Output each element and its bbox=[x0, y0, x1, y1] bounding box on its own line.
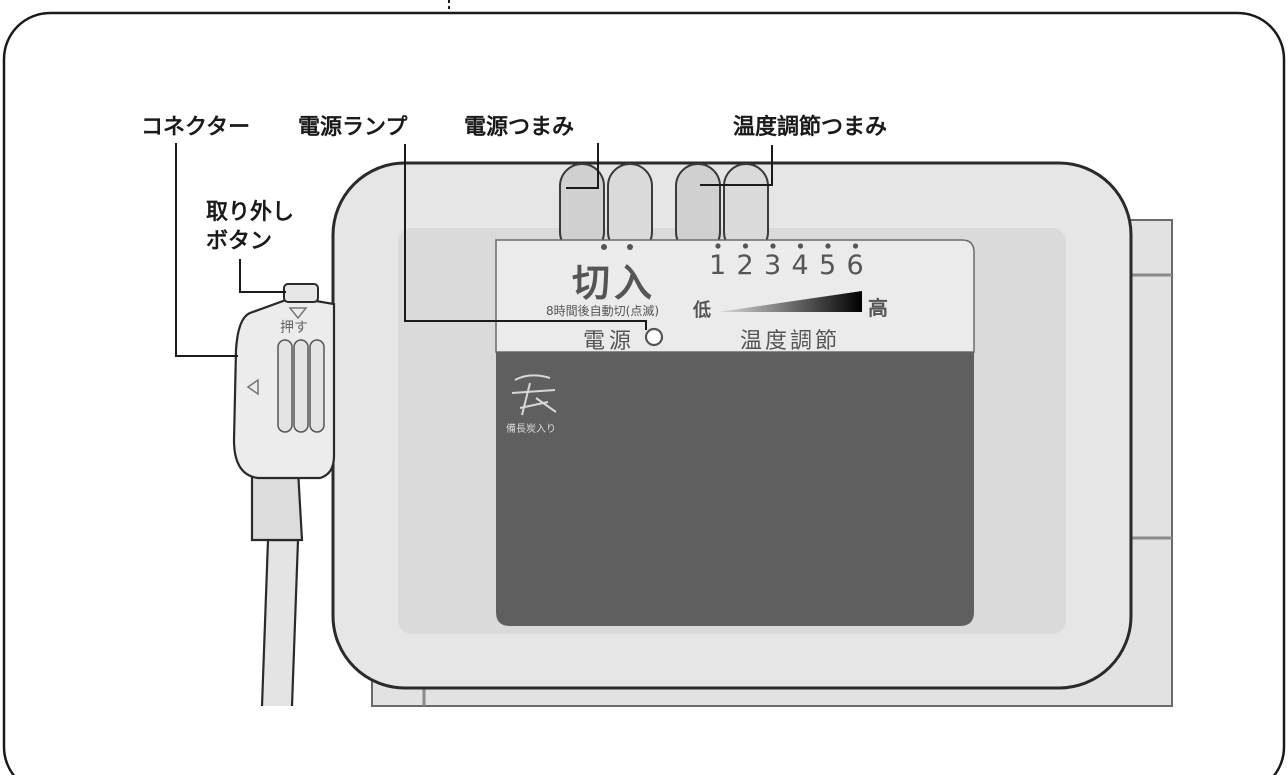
on-dot bbox=[627, 244, 633, 250]
control-panel bbox=[495, 239, 975, 353]
level-3: 3 bbox=[764, 250, 782, 281]
low-label: 低 bbox=[693, 300, 711, 321]
connector-label: コネクター bbox=[141, 115, 251, 140]
level-dot-1 bbox=[715, 243, 721, 249]
off-label[interactable]: 切 bbox=[572, 261, 611, 305]
level-5: 5 bbox=[819, 250, 837, 281]
release-button-label-line2: ボタン bbox=[206, 229, 273, 254]
off-dot bbox=[601, 244, 607, 250]
timer-note: 8時間後自動切(点滅) bbox=[546, 304, 659, 318]
power-label: 電源 bbox=[583, 329, 636, 354]
level-dot-2 bbox=[742, 243, 749, 249]
on-label[interactable]: 入 bbox=[614, 261, 653, 305]
power-cord bbox=[260, 538, 300, 707]
power-knob-label: 電源つまみ bbox=[464, 115, 575, 140]
leader-lines bbox=[175, 143, 773, 357]
high-label: 高 bbox=[868, 296, 888, 320]
level-4: 4 bbox=[791, 250, 809, 281]
connector[interactable] bbox=[232, 298, 336, 480]
left-arrow-icon bbox=[246, 378, 259, 396]
level-2: 2 bbox=[736, 250, 754, 281]
power-knob[interactable] bbox=[559, 163, 653, 255]
power-lamp bbox=[644, 327, 664, 347]
push-label: 押す bbox=[280, 320, 308, 336]
temperature-knob[interactable] bbox=[675, 163, 769, 255]
logo-text: 備長炭入り bbox=[506, 424, 556, 435]
level-1: 1 bbox=[709, 250, 727, 281]
charcoal-logo bbox=[511, 374, 557, 416]
push-arrow-icon bbox=[288, 307, 308, 320]
level-dots bbox=[715, 243, 859, 249]
temperature-gradient-bar bbox=[718, 291, 862, 312]
power-lamp-label: 電源ランプ bbox=[298, 115, 408, 140]
level-6: 6 bbox=[846, 250, 864, 281]
level-dot-3 bbox=[770, 243, 776, 249]
level-dot-5 bbox=[825, 243, 831, 249]
temperature-label: 温度調節 bbox=[740, 329, 841, 354]
level-dot-4 bbox=[797, 243, 804, 249]
release-button[interactable] bbox=[283, 283, 319, 303]
temp-knob-label: 温度調節つまみ bbox=[733, 115, 888, 140]
display-window bbox=[496, 352, 974, 626]
level-dot-6 bbox=[852, 243, 859, 249]
release-button-label-line1: 取り外し bbox=[206, 200, 295, 225]
